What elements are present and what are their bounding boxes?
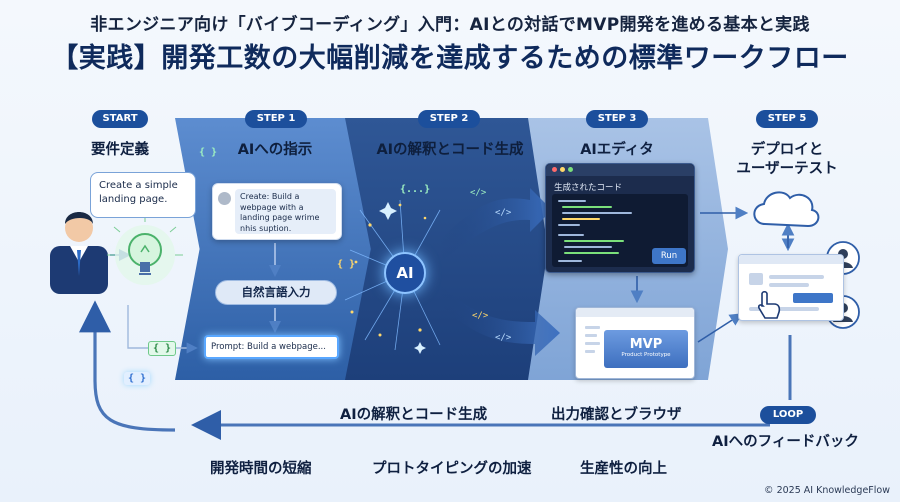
- step-label-code-gen: AIの解釈とコード生成: [376, 142, 524, 158]
- badge-step3: STEP 3: [586, 110, 648, 128]
- chat-message: Create: Build a webpage with a landing p…: [235, 189, 336, 234]
- svg-text:</>: </>: [495, 208, 512, 218]
- start-speech-bubble: Create a simple landing page.: [90, 172, 196, 218]
- svg-text:</>: </>: [470, 188, 487, 198]
- bubble-line-2: landing page.: [99, 194, 168, 205]
- step-label-deploy-line2: ユーザーテスト: [736, 161, 838, 177]
- brace-icon: { }: [148, 341, 177, 356]
- mvp-prototype: MVP Product Prototype: [604, 330, 688, 368]
- run-button[interactable]: Run: [652, 248, 686, 264]
- copyright-text: © 2025 AI KnowledgeFlow: [764, 485, 890, 496]
- brace-icon: { }: [124, 372, 151, 385]
- benefit-prototyping: プロトタイピングの加速: [372, 461, 532, 477]
- avatar-icon: [218, 192, 231, 205]
- brace-icon: { }: [199, 147, 218, 158]
- chat-line: nhis suption.: [240, 223, 292, 233]
- ai-core-icon: AI: [384, 252, 426, 294]
- deploy-toolbar: [739, 255, 843, 264]
- ai-editor-window: 生成されたコード Run: [545, 163, 695, 273]
- step-label-deploy-line1: デプロイと: [750, 142, 824, 158]
- deployed-app-window: [738, 254, 844, 321]
- badge-step5: STEP 5: [756, 110, 818, 128]
- mvp-label: MVP: [629, 337, 663, 352]
- badge-step2: STEP 2: [418, 110, 480, 128]
- chat-line: landing page wrime: [240, 213, 320, 222]
- step-label-requirements: 要件定義: [91, 142, 149, 158]
- brace-icon: { }: [337, 259, 356, 270]
- editor-titlebar: [546, 164, 694, 176]
- svg-text:</>: </>: [495, 333, 512, 343]
- chat-line: webpage with a: [240, 202, 304, 212]
- idea-bulb: [107, 215, 183, 285]
- mvp-sublabel: Product Prototype: [621, 352, 671, 358]
- badge-loop: LOOP: [760, 406, 816, 424]
- user-figure: [50, 212, 108, 294]
- step-label-ai-editor: AIエディタ: [580, 142, 654, 158]
- browser-preview: MVP Product Prototype: [575, 307, 695, 379]
- badge-step1: STEP 1: [245, 110, 307, 128]
- svg-text:</>: </>: [472, 311, 489, 321]
- pointer-hand-icon: [758, 290, 781, 319]
- step-label-ai-instruction: AIへの指示: [237, 142, 313, 158]
- browser-toolbar: [576, 308, 694, 317]
- chat-window: Create: Build a webpage with a landing p…: [212, 183, 342, 240]
- brace-dots-icon: {...}: [400, 184, 431, 195]
- benefit-productivity: 生産性の向上: [580, 461, 667, 477]
- benefit-dev-time: 開発時間の短縮: [210, 461, 312, 477]
- prompt-input[interactable]: Prompt: Build a webpage...: [204, 335, 339, 359]
- natural-language-input-pill: 自然言語入力: [215, 280, 337, 305]
- chat-line: Create: Build a: [240, 192, 300, 201]
- page-title: 非エンジニア向け「バイブコーディング」入門：AIとの対話でMVP開発を進める基本…: [90, 15, 810, 35]
- bottom-label-output-browser: 出力確認とブラウザ: [551, 407, 682, 423]
- loop-feedback-label: AIへのフィードバック: [712, 434, 859, 450]
- bottom-label-code-gen: AIの解釈とコード生成: [340, 407, 488, 423]
- bubble-line-1: Create a simple: [99, 180, 178, 191]
- page-subtitle: 【実践】開発工数の大幅削減を達成するための標準ワークフロー: [51, 43, 849, 74]
- editor-title: 生成されたコード: [554, 183, 623, 193]
- badge-start: START: [92, 110, 148, 128]
